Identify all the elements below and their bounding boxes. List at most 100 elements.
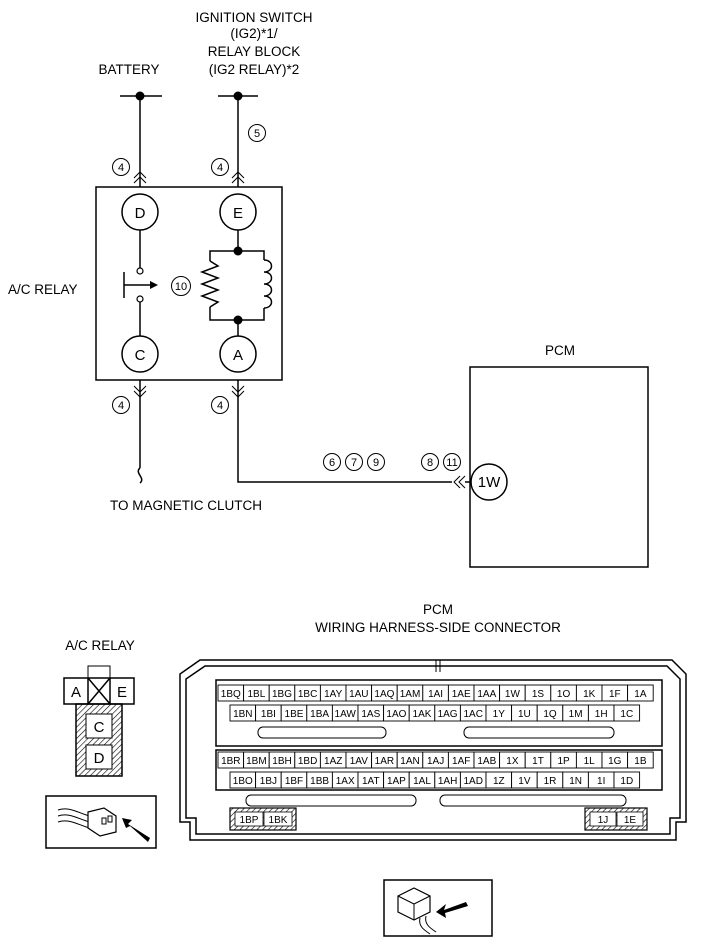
ac-relay-connector-label: A/C RELAY <box>65 638 135 653</box>
circled-number-7: 7 <box>345 453 363 471</box>
pcm-pin-1ax: 1AX <box>336 776 355 787</box>
pcm-lower-slot-right <box>439 794 627 807</box>
circled-number-4-top-right: 4 <box>211 158 229 176</box>
pcm-pin-1aa: 1AA <box>477 689 496 700</box>
circled-number-5: 5 <box>248 124 266 142</box>
pcm-pin-1j: 1J <box>598 815 609 826</box>
pcm-pin-1ad: 1AD <box>463 776 482 787</box>
resistor-lead-top <box>209 250 238 261</box>
relay-pin-e: E <box>117 684 127 701</box>
pcm-pin-1ab: 1AB <box>477 756 496 767</box>
svg-text:9: 9 <box>373 457 379 469</box>
circled-number-8: 8 <box>421 453 439 471</box>
pcm-cavity-1a <box>627 684 654 702</box>
pcm-pin-1bk: 1BK <box>269 815 288 826</box>
pcm-pin-1bg: 1BG <box>272 689 292 700</box>
svg-text:6: 6 <box>329 457 335 469</box>
ignition-label-line2: (IG2)*1/ <box>230 26 278 41</box>
svg-text:8: 8 <box>427 457 433 469</box>
svg-text:4: 4 <box>118 400 124 412</box>
switch-contact-lower <box>136 295 144 303</box>
pcm-pin-1br: 1BR <box>221 756 240 767</box>
circled-number-6: 6 <box>323 453 341 471</box>
ac-relay-label: A/C RELAY <box>8 282 78 297</box>
switch-contact-upper <box>136 267 144 275</box>
ignition-label-line4: (IG2 RELAY)*2 <box>209 62 300 77</box>
svg-text:E: E <box>233 205 243 222</box>
pcm-pin-1av: 1AV <box>350 756 368 767</box>
pcm-pin-1ag: 1AG <box>438 709 458 720</box>
pcm-pin-1au: 1AU <box>349 689 368 700</box>
svg-text:7: 7 <box>351 457 357 469</box>
circled-number-9: 9 <box>367 453 385 471</box>
pcm-pin-1t: 1T <box>532 756 544 767</box>
pcm-pin-1ae: 1AE <box>452 689 471 700</box>
pcm-pin-1bb: 1BB <box>310 776 329 787</box>
circled-number-4-bottom-left: 4 <box>112 396 130 414</box>
pcm-pin-1bh: 1BH <box>272 756 291 767</box>
resistor-lead-bottom <box>209 307 238 321</box>
pcm-pin-1a: 1A <box>634 689 647 700</box>
pcm-bottom-right-cavities <box>584 807 648 831</box>
pcm-pin-1l: 1L <box>584 756 596 767</box>
switch-blade-icon <box>123 272 158 298</box>
pcm-pin-1bm: 1BM <box>246 756 267 767</box>
pcm-connector-label-line1: PCM <box>423 602 453 617</box>
pcm-cavity-1d <box>613 771 641 789</box>
resistor-icon <box>199 260 221 308</box>
relay-terminal-d: D <box>121 193 159 231</box>
relay-terminal-a: A <box>219 335 257 373</box>
to-magnetic-clutch-label: TO MAGNETIC CLUTCH <box>110 498 262 513</box>
svg-text:4: 4 <box>217 162 223 174</box>
pcm-signal-wire <box>237 380 452 483</box>
pcm-label: PCM <box>545 343 575 358</box>
pcm-terminal-1w: 1W <box>470 463 508 501</box>
pcm-pin-1al: 1AL <box>413 776 431 787</box>
circled-number-4-top-left: 4 <box>112 158 130 176</box>
pcm-pin-1bd: 1BD <box>298 756 317 767</box>
pcm-pin-1ay: 1AY <box>324 689 342 700</box>
pcm-pin-1as: 1AS <box>361 709 380 720</box>
pcm-pin-1d: 1D <box>620 776 633 787</box>
pcm-pin-1am: 1AM <box>400 689 421 700</box>
pcm-pin-1p: 1P <box>557 756 570 767</box>
pcm-lower-block <box>215 749 663 791</box>
pcm-pin-1w: 1W <box>505 689 521 700</box>
svg-text:C: C <box>135 347 146 364</box>
pcm-pin-1m: 1M <box>569 709 583 720</box>
pcm-pin-1an: 1AN <box>400 756 419 767</box>
pcm-cavity-1b <box>627 751 654 769</box>
pcm-pin-1aq: 1AQ <box>374 689 394 700</box>
circled-number-4-bottom-right: 4 <box>211 396 229 414</box>
relay-connector-view-icon <box>45 795 157 849</box>
coil-lead-bottom <box>238 308 265 321</box>
svg-text:5: 5 <box>254 128 260 140</box>
ac-relay-connector <box>63 665 135 777</box>
pcm-pin-1k: 1K <box>583 689 596 700</box>
pcm-pin-1y: 1Y <box>493 709 506 720</box>
relay-terminal-c: C <box>121 335 159 373</box>
pcm-pin-1at: 1AT <box>362 776 380 787</box>
pcm-pin-1o: 1O <box>557 689 571 700</box>
pcm-pin-1c: 1C <box>620 709 633 720</box>
pcm-pin-1bl: 1BL <box>248 689 266 700</box>
pcm-pin-1ap: 1AP <box>387 776 406 787</box>
pcm-pin-1f: 1F <box>609 689 621 700</box>
svg-text:10: 10 <box>175 281 187 293</box>
svg-text:D: D <box>135 205 146 222</box>
pcm-pin-1ak: 1AK <box>413 709 432 720</box>
pcm-pin-1bi: 1BI <box>261 709 276 720</box>
pcm-pin-1ac: 1AC <box>463 709 482 720</box>
pcm-pin-1bq: 1BQ <box>221 689 241 700</box>
pcm-pin-1bp: 1BP <box>240 815 259 826</box>
pcm-connector-view-icon <box>383 879 493 937</box>
pcm-box <box>469 366 649 568</box>
pcm-pin-1ai: 1AI <box>428 689 443 700</box>
svg-text:A: A <box>233 347 243 364</box>
circled-number-11: 11 <box>443 453 461 471</box>
svg-text:11: 11 <box>446 457 457 469</box>
